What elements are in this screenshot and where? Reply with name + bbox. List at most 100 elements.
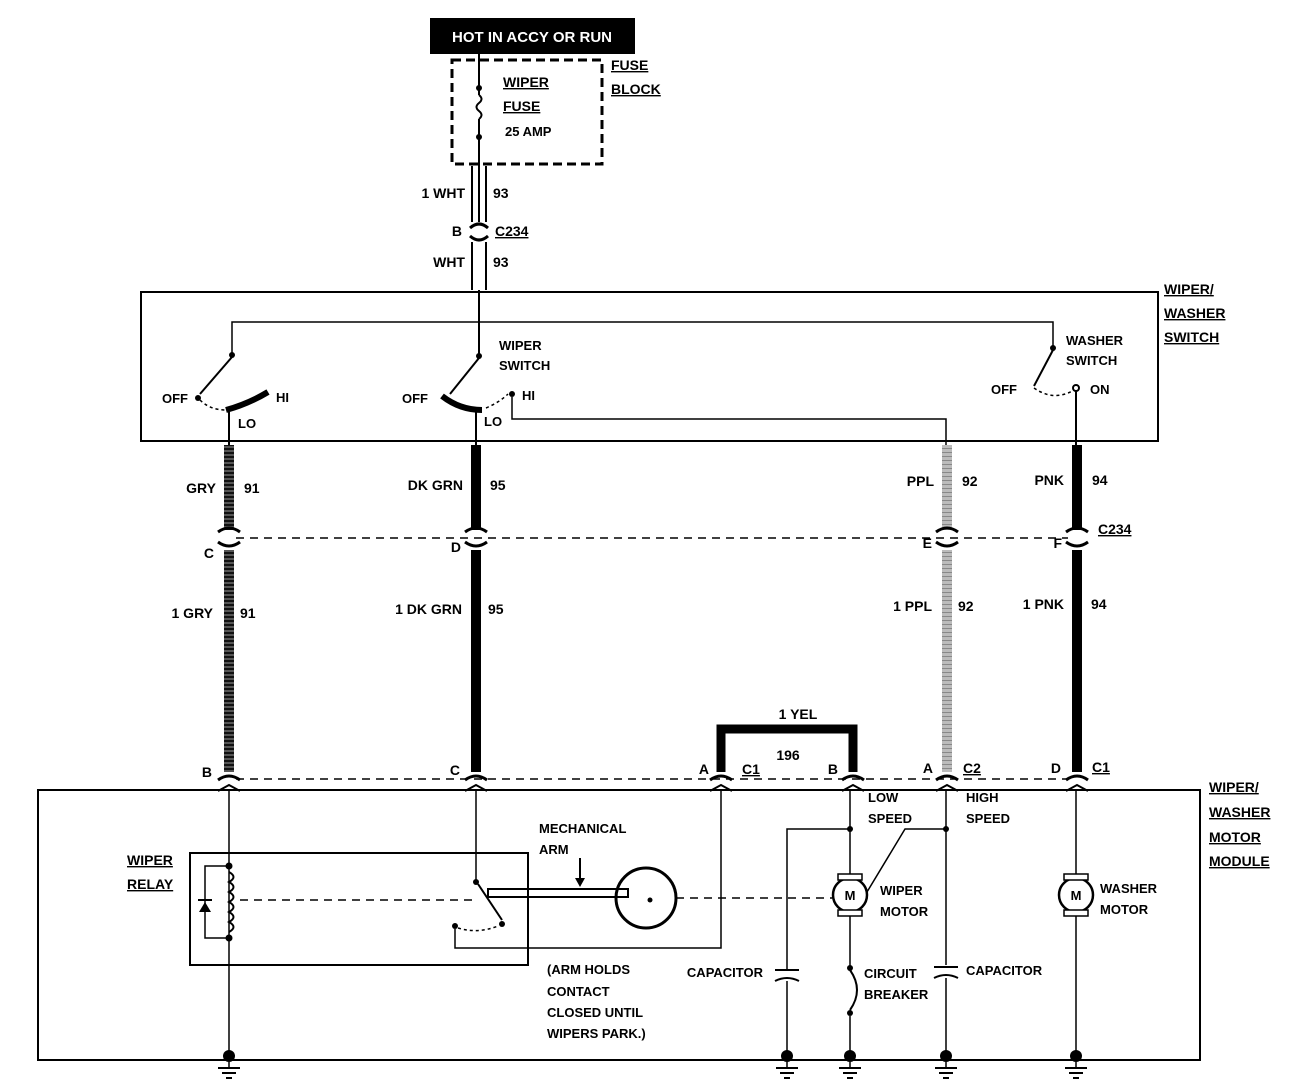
gry-lower-color: 1 GRY bbox=[172, 605, 214, 621]
ground-icon bbox=[1065, 1050, 1087, 1079]
motor-module-label-line3: MOTOR bbox=[1209, 829, 1261, 845]
gry-upper-color: GRY bbox=[186, 480, 216, 496]
jumper-circuit: 196 bbox=[776, 747, 800, 763]
wiper-switch-label-line1: WIPER bbox=[499, 338, 542, 353]
ground-icon bbox=[839, 1050, 861, 1079]
module-pin-pnk: D bbox=[1051, 760, 1061, 776]
feed-pin: B bbox=[452, 223, 462, 239]
feed-lower-circuit: 93 bbox=[493, 254, 509, 270]
washer-switch-on: ON bbox=[1090, 382, 1110, 397]
low-speed-line1: LOW bbox=[868, 790, 899, 805]
fuse-block-label-line2: BLOCK bbox=[611, 81, 661, 97]
fuse-block: WIPER FUSE 25 AMP FUSE BLOCK bbox=[450, 54, 661, 222]
arm-note-line4: WIPERS PARK.) bbox=[547, 1026, 646, 1041]
module-pin-pnk-conn: C1 bbox=[1092, 759, 1110, 775]
washer-motor-label-line2: MOTOR bbox=[1100, 902, 1149, 917]
washer-motor-label-line1: WASHER bbox=[1100, 881, 1158, 896]
low-speed-line2: SPEED bbox=[868, 811, 912, 826]
module-connector-row: B C A C1 B A C2 D C1 bbox=[202, 759, 1110, 792]
wiper-switch-contact-icon bbox=[440, 393, 483, 413]
motor-module: WIPER/ WASHER MOTOR MODULE WIPER RELAY bbox=[37, 779, 1270, 1061]
feed-wire: 1 WHT 93 B C234 WHT 93 bbox=[421, 166, 529, 290]
dkgrn-lower-circuit: 95 bbox=[488, 601, 504, 617]
breaker-label-line1: CIRCUIT bbox=[864, 966, 917, 981]
arrow-down-icon bbox=[575, 878, 585, 887]
high-speed-branch: HIGH SPEED CAPACITOR bbox=[933, 790, 1043, 1052]
arm-label-line2: ARM bbox=[539, 842, 569, 857]
gry-c234-pin: C bbox=[204, 545, 214, 561]
pnk-upper-color: PNK bbox=[1034, 472, 1064, 488]
switch-module-label-line1: WIPER/ bbox=[1164, 281, 1214, 297]
circuit-breaker-icon bbox=[849, 969, 858, 1011]
pnk-c234-pin: F bbox=[1053, 535, 1062, 551]
power-source-banner: HOT IN ACCY OR RUN bbox=[430, 18, 635, 54]
ppl-lower-circuit: 92 bbox=[958, 598, 974, 614]
washer-motor: M WASHER MOTOR bbox=[1057, 790, 1158, 1052]
ppl-c234-pin: E bbox=[923, 535, 932, 551]
switch-module-label-line2: WASHER bbox=[1164, 305, 1225, 321]
relay-label-line2: RELAY bbox=[127, 876, 174, 892]
wiper-switch-off: OFF bbox=[402, 391, 428, 406]
pnk-lower-circuit: 94 bbox=[1091, 596, 1107, 612]
relay-label-line1: WIPER bbox=[127, 852, 173, 868]
dkgrn-upper-circuit: 95 bbox=[490, 477, 506, 493]
wiper-relay: WIPER RELAY bbox=[127, 790, 722, 1052]
mechanical-arm: MECHANICAL ARM (ARM HOLDS CONTACT CLOSED… bbox=[487, 821, 832, 1041]
dkgrn-c234-pin: D bbox=[451, 539, 461, 555]
gry-lower-circuit: 91 bbox=[240, 605, 256, 621]
motor-module-label-line2: WASHER bbox=[1209, 804, 1270, 820]
dkgrn-wire-lower bbox=[471, 550, 481, 772]
feed-upper-circuit: 93 bbox=[493, 185, 509, 201]
capacitor-right-label: CAPACITOR bbox=[966, 963, 1043, 978]
capacitor-left-label: CAPACITOR bbox=[687, 965, 764, 980]
arm-label-line1: MECHANICAL bbox=[539, 821, 626, 836]
pnk-wire-lower bbox=[1072, 550, 1082, 772]
diode-icon bbox=[199, 902, 211, 912]
washer-motor-symbol: M bbox=[1071, 888, 1082, 903]
pnk-wire-upper bbox=[1072, 445, 1082, 530]
power-source-label: HOT IN ACCY OR RUN bbox=[452, 29, 612, 46]
ppl-wire-upper bbox=[942, 445, 952, 530]
fuse-icon bbox=[475, 94, 483, 120]
ppl-upper-circuit: 92 bbox=[962, 473, 978, 489]
ppl-wire-lower bbox=[942, 550, 952, 772]
gry-upper-circuit: 91 bbox=[244, 480, 260, 496]
wiper-switch-hi: HI bbox=[522, 388, 535, 403]
wiper-motor: LOW SPEED M WIPER MOTOR CIRCUIT BREAKER bbox=[786, 790, 946, 1052]
fuse-block-label-line1: FUSE bbox=[611, 57, 648, 73]
dkgrn-lower-color: 1 DK GRN bbox=[395, 601, 462, 617]
left-switch-lo: LO bbox=[238, 416, 256, 431]
ppl-upper-color: PPL bbox=[907, 473, 935, 489]
wiper-motor-symbol: M bbox=[845, 888, 856, 903]
high-speed-line1: HIGH bbox=[966, 790, 999, 805]
breaker-label-line2: BREAKER bbox=[864, 987, 929, 1002]
fuse-rating: 25 AMP bbox=[505, 124, 552, 139]
left-switch-off: OFF bbox=[162, 391, 188, 406]
feed-connector: C234 bbox=[495, 223, 529, 239]
arm-note-line3: CLOSED UNTIL bbox=[547, 1005, 643, 1020]
module-pin-c1b: B bbox=[828, 761, 838, 777]
wiper-switch-label-line2: SWITCH bbox=[499, 358, 550, 373]
switch-module-label-line3: SWITCH bbox=[1164, 329, 1219, 345]
motor-module-label-line4: MODULE bbox=[1209, 853, 1270, 869]
feed-lower-wire: WHT bbox=[433, 254, 465, 270]
module-pin-c2a: A bbox=[923, 760, 933, 776]
harness-wires: C D E F C234 GRY 91 DK GRN 95 PPL 92 PNK… bbox=[172, 445, 1132, 772]
wiper-motor-label-line2: MOTOR bbox=[880, 904, 929, 919]
wiper-motor-label-line1: WIPER bbox=[880, 883, 923, 898]
fuse-name-line2: FUSE bbox=[503, 98, 540, 114]
yel-jumper-wire bbox=[716, 724, 858, 772]
left-switch-contact-icon bbox=[225, 389, 270, 413]
motor-module-label-line1: WIPER/ bbox=[1209, 779, 1259, 795]
module-pin-c1a: A bbox=[699, 761, 709, 777]
washer-switch-label-line1: WASHER bbox=[1066, 333, 1124, 348]
module-pin-c1a-conn: C1 bbox=[742, 761, 760, 777]
feed-upper-wire: 1 WHT bbox=[421, 185, 465, 201]
arm-note-line1: (ARM HOLDS bbox=[547, 962, 630, 977]
ground-icon bbox=[935, 1050, 957, 1079]
c234-connector-label: C234 bbox=[1098, 521, 1132, 537]
jumper-wire: 1 YEL bbox=[779, 706, 818, 722]
left-switch-hi: HI bbox=[276, 390, 289, 405]
module-pin-gry: B bbox=[202, 764, 212, 780]
